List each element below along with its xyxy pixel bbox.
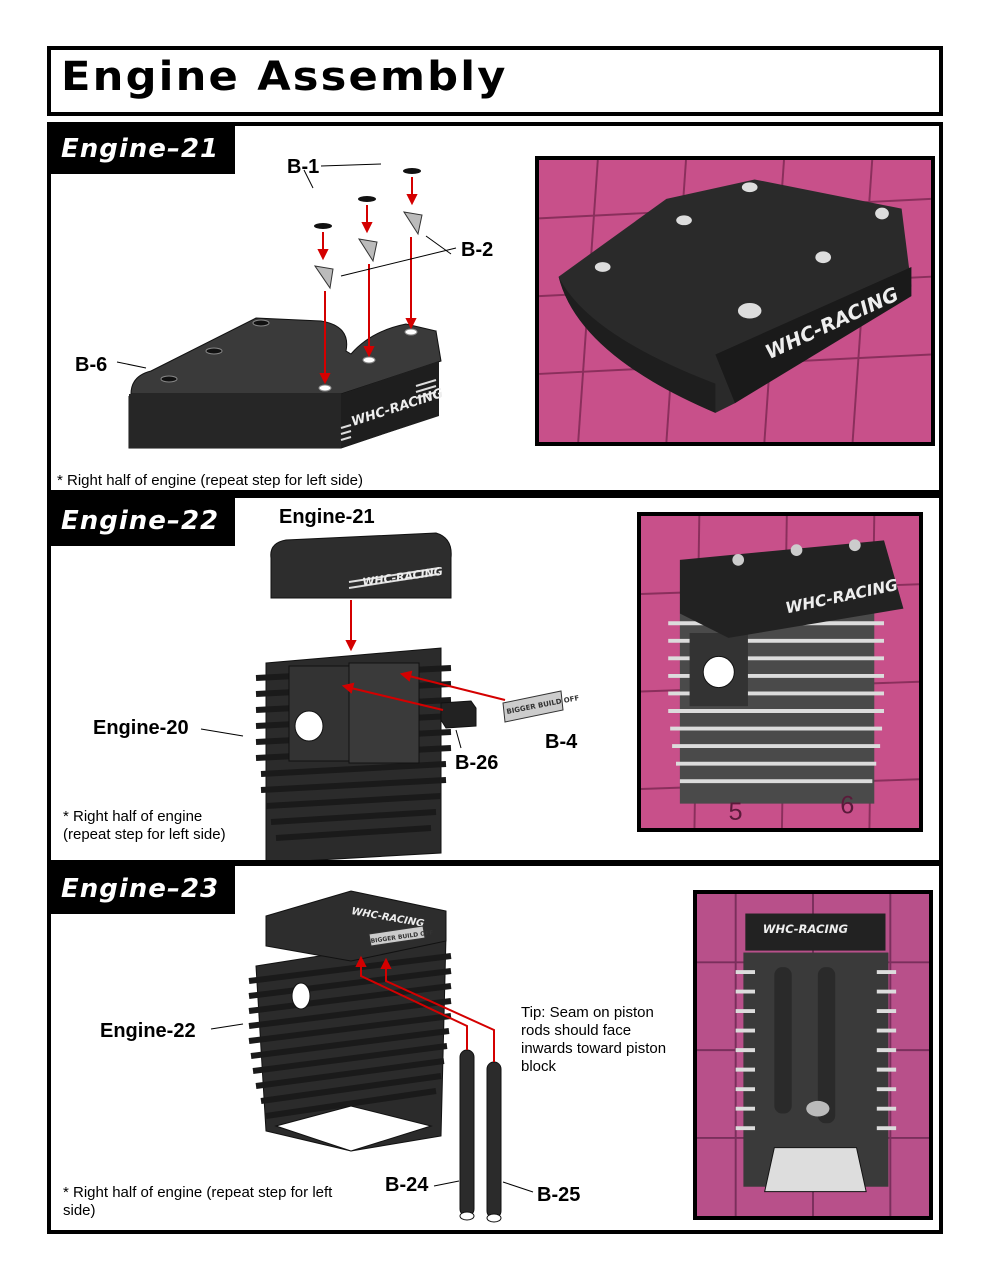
- label-b1: B-1: [287, 156, 320, 178]
- photo-engine-23: WHC-RACING: [693, 890, 933, 1220]
- photo-brand: WHC-RACING: [763, 922, 849, 936]
- tip-text: Tip: Seam on piston rods should face inw…: [521, 1004, 666, 1076]
- ruler-5: 5: [728, 798, 742, 826]
- note-line-2: (repeat step for left side): [63, 826, 226, 843]
- note-line-1: * Right half of engine: [63, 808, 203, 825]
- note-line-2: side): [63, 1202, 96, 1219]
- step-tag: Engine–22: [51, 498, 236, 546]
- engine-21-diagram: WHC-RACING: [116, 163, 457, 449]
- step-engine-21: Engine–21 WHC-RACING: [47, 122, 943, 494]
- step-engine-23: Engine–23 WHC-RACING BIGGER BUILD OFF: [47, 862, 943, 1234]
- engine-23-diagram: WHC-RACING BIGGER BUILD OFF: [210, 890, 534, 1223]
- photo-engine-21: WHC-RACING: [535, 156, 935, 446]
- label-b6: B-6: [75, 354, 108, 376]
- step-note: * Right half of engine (repeat step for …: [57, 472, 364, 489]
- note-line-1: * Right half of engine (repeat step for …: [63, 1184, 333, 1201]
- step-note: * Right half of engine (repeat step for …: [63, 1184, 332, 1220]
- engine-22-diagram: WHC-RACING BIGGER BUILD OFF: [200, 532, 580, 860]
- tip-line-2: rods should face: [521, 1022, 632, 1039]
- photo-engine-22: WHC-RACING 5 6: [637, 512, 923, 832]
- label-engine-21: Engine-21: [279, 506, 375, 528]
- tip-line-4: block: [521, 1058, 557, 1075]
- title-bar: Engine Assembly: [47, 46, 943, 116]
- ruler-6: 6: [840, 791, 854, 819]
- tip-line-3: inwards toward piston: [521, 1040, 667, 1057]
- step-note: * Right half of engine (repeat step for …: [63, 808, 226, 844]
- label-engine-22: Engine-22: [100, 1020, 196, 1042]
- label-b4: B-4: [545, 731, 578, 753]
- page-title: Engine Assembly: [61, 54, 508, 100]
- step-tag: Engine–23: [51, 866, 236, 914]
- step-engine-22: Engine–22 WHC-RACING BIGGER BUILD OFF: [47, 494, 943, 864]
- step-tag: Engine–21: [51, 126, 236, 174]
- tip-line-1: Tip: Seam on piston: [521, 1004, 654, 1021]
- label-b24: B-24: [385, 1174, 429, 1196]
- label-engine-20: Engine-20: [93, 717, 189, 739]
- label-b26: B-26: [455, 752, 499, 774]
- label-b2: B-2: [461, 239, 494, 261]
- label-b25: B-25: [537, 1184, 581, 1206]
